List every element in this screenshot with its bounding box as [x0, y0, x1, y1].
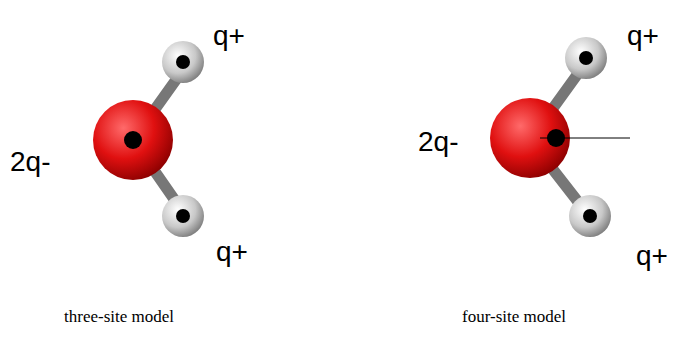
three-site-molecule	[93, 41, 204, 237]
charge-label: 2q-	[418, 128, 458, 156]
model-caption: four-site model	[462, 308, 566, 325]
charge-label: 2q-	[10, 148, 50, 176]
charge-label: q+	[216, 238, 248, 266]
charge-label: q+	[636, 242, 668, 270]
four-site-molecule	[490, 37, 630, 237]
charge-label: q+	[213, 22, 245, 50]
charge-label: q+	[627, 22, 659, 50]
model-caption: three-site model	[64, 308, 174, 325]
